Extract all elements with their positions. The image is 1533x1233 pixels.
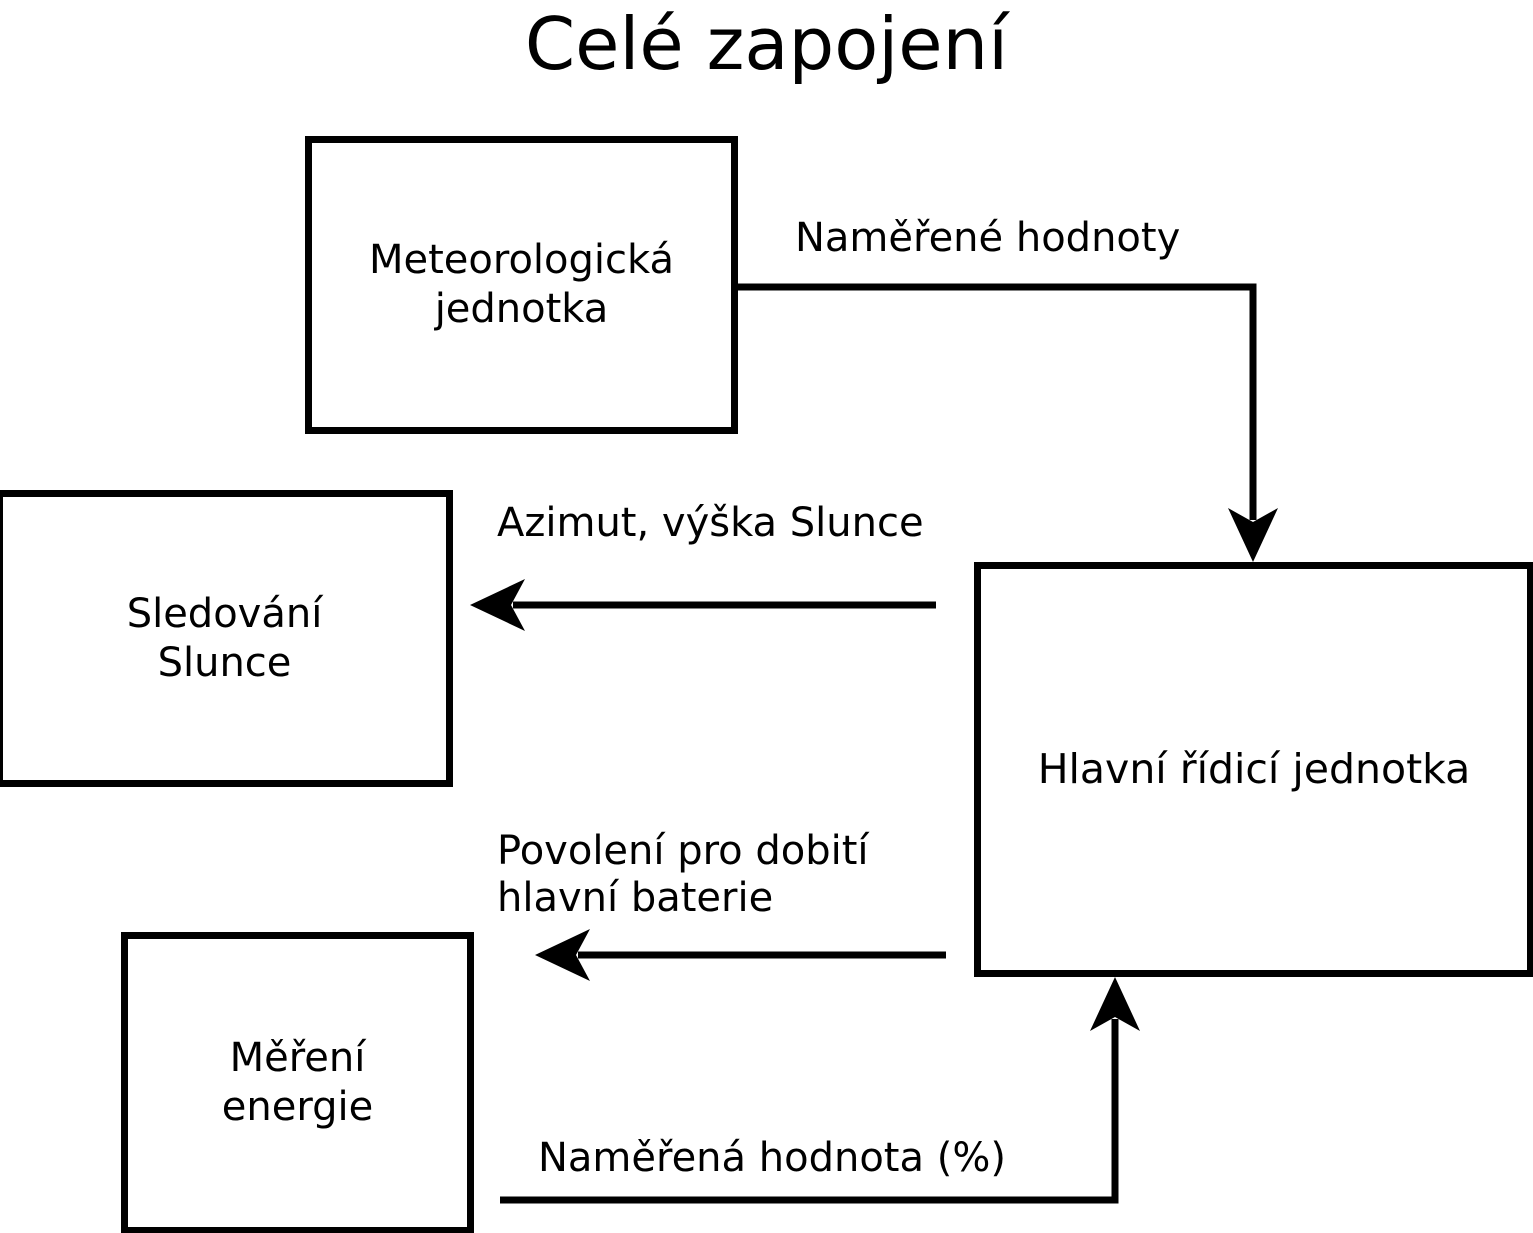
edge-charge-permission	[535, 929, 946, 981]
node-hlavni-ridici-jednotka[interactable]: Hlavní řídicí jednotka	[974, 562, 1533, 977]
edge-measured-percent	[500, 977, 1140, 1204]
edge-label-measured-percent: Naměřená hodnota (%)	[538, 1135, 1006, 1181]
edge-measured-values	[738, 283, 1278, 562]
node-meteorologicka-jednotka[interactable]: Meteorologická jednotka	[305, 136, 738, 434]
edge-label-azimuth-altitude: Azimut, výška Slunce	[497, 500, 924, 546]
edge-azimuth-altitude	[470, 579, 936, 631]
edge-label-measured-values: Naměřené hodnoty	[795, 215, 1181, 261]
node-sledovani-slunce[interactable]: Sledování Slunce	[0, 490, 453, 787]
node-mereni-energie[interactable]: Měření energie	[121, 932, 474, 1233]
edge-label-charge-permission: Povolení pro dobití hlavní baterie	[497, 828, 869, 922]
page-title: Celé zapojení	[524, 2, 1009, 86]
